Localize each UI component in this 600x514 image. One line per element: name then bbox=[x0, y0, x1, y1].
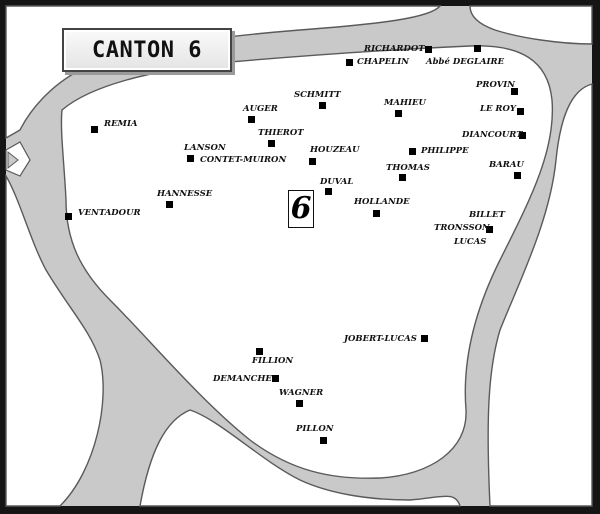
marker-icon[interactable] bbox=[514, 172, 521, 179]
roundabout-wedge bbox=[5, 141, 31, 177]
label-tronsson: TRONSSON bbox=[434, 223, 490, 233]
label-barau: BARAU bbox=[489, 160, 524, 170]
label-houzeau: HOUZEAU bbox=[310, 145, 360, 155]
left-block bbox=[5, 173, 104, 507]
marker-icon[interactable] bbox=[425, 46, 432, 53]
marker-icon[interactable] bbox=[519, 132, 526, 139]
marker-icon[interactable] bbox=[421, 335, 428, 342]
label-billet: BILLET bbox=[469, 210, 505, 220]
label-hollande: HOLLANDE bbox=[354, 197, 410, 207]
marker-icon[interactable] bbox=[187, 155, 194, 162]
bottom-block bbox=[139, 409, 461, 507]
label-wagner: WAGNER bbox=[279, 388, 324, 398]
marker-icon[interactable] bbox=[268, 140, 275, 147]
marker-icon[interactable] bbox=[373, 210, 380, 217]
marker-icon[interactable] bbox=[272, 375, 279, 382]
marker-icon[interactable] bbox=[517, 108, 524, 115]
marker-icon[interactable] bbox=[474, 45, 481, 52]
canton-number: 6 bbox=[290, 191, 312, 226]
label-auger: AUGER bbox=[243, 104, 278, 114]
label-hannesse: HANNESSE bbox=[157, 189, 213, 199]
label-diancourt: DIANCOURT bbox=[462, 130, 523, 140]
label-lanson: LANSON bbox=[184, 143, 226, 153]
label-ventadour: VENTADOUR bbox=[78, 208, 141, 218]
marker-icon[interactable] bbox=[320, 437, 327, 444]
marker-icon[interactable] bbox=[248, 116, 255, 123]
marker-icon[interactable] bbox=[166, 201, 173, 208]
marker-icon[interactable] bbox=[346, 59, 353, 66]
label-contet-muiron: CONTET-MUIRON bbox=[200, 155, 287, 165]
label-pillon: PILLON bbox=[296, 424, 334, 434]
marker-icon[interactable] bbox=[309, 158, 316, 165]
label-thierot: THIEROT bbox=[258, 128, 304, 138]
roundabout-arrow bbox=[7, 150, 19, 170]
label-le-roy: LE ROY bbox=[480, 104, 516, 114]
label-lucas: LUCAS bbox=[454, 237, 487, 247]
label-demanche: DEMANCHE bbox=[213, 374, 272, 384]
marker-icon[interactable] bbox=[325, 188, 332, 195]
label-abbe-deglaire: Abbé DEGLAIRE bbox=[426, 57, 505, 67]
label-remia: REMIA bbox=[104, 119, 138, 129]
map-title: CANTON 6 bbox=[92, 37, 202, 63]
title-plate: CANTON 6 bbox=[62, 28, 232, 72]
label-schmitt: SCHMITT bbox=[294, 90, 341, 100]
label-provin: PROVIN bbox=[476, 80, 516, 90]
marker-icon[interactable] bbox=[65, 213, 72, 220]
label-chapelin: CHAPELIN bbox=[357, 57, 409, 67]
marker-icon[interactable] bbox=[486, 226, 493, 233]
marker-icon[interactable] bbox=[409, 148, 416, 155]
label-duval: DUVAL bbox=[320, 177, 354, 187]
marker-icon[interactable] bbox=[296, 400, 303, 407]
marker-icon[interactable] bbox=[319, 102, 326, 109]
label-fillion: FILLION bbox=[252, 356, 294, 366]
label-philippe: PHILIPPE bbox=[421, 146, 469, 156]
top-right-block bbox=[469, 5, 593, 45]
canton-number-badge: 6 bbox=[288, 190, 314, 228]
label-thomas: THOMAS bbox=[386, 163, 430, 173]
marker-icon[interactable] bbox=[256, 348, 263, 355]
label-jobert-lucas: JOBERT-LUCAS bbox=[344, 334, 417, 344]
marker-icon[interactable] bbox=[395, 110, 402, 117]
marker-icon[interactable] bbox=[399, 174, 406, 181]
central-block bbox=[60, 45, 554, 479]
marker-icon[interactable] bbox=[91, 126, 98, 133]
right-block bbox=[487, 83, 593, 507]
marker-icon[interactable] bbox=[511, 88, 518, 95]
label-richardot: RICHARDOT bbox=[364, 44, 425, 54]
label-mahieu: MAHIEU bbox=[384, 98, 426, 108]
